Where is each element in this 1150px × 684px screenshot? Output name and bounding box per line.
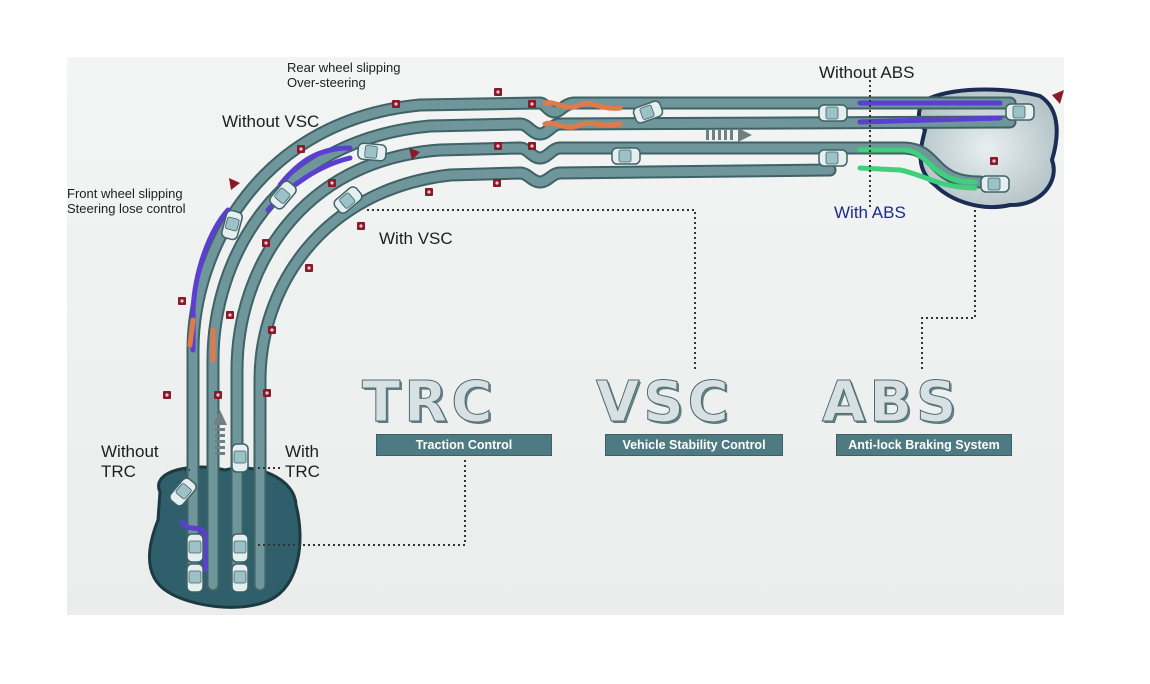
without-vsc-label: Without VSC (222, 112, 320, 131)
vsc-title: VSC (596, 370, 733, 435)
traction-control-banner: Traction Control (376, 434, 552, 456)
flag-icon (229, 178, 240, 190)
with-vsc-label: With VSC (379, 229, 453, 248)
flag-icon (409, 148, 420, 160)
trc-title: TRC (361, 370, 497, 435)
without-abs-label: Without ABS (819, 63, 915, 82)
with-trc-label: With TRC (285, 442, 320, 481)
roads (186, 96, 1017, 592)
front-wheel-slip-label: Front wheel slipping Steering lose contr… (67, 186, 186, 216)
direction-arrow-icon (706, 128, 752, 142)
direction-arrow-icon (213, 410, 227, 455)
with-abs-label: With ABS (834, 203, 906, 222)
vehicle-stability-control-banner: Vehicle Stability Control (605, 434, 783, 456)
without-trc-label: Without TRC (101, 442, 159, 481)
rear-wheel-slip-label: Rear wheel slipping Over-steering (287, 60, 401, 90)
anti-lock-braking-system-banner: Anti-lock Braking System (836, 434, 1012, 456)
flag-icons (229, 90, 1064, 190)
flag-icon (1052, 90, 1064, 104)
water-puddle (148, 465, 302, 609)
connector-lines (174, 80, 976, 546)
direction-arrows (213, 128, 752, 455)
abs-title: ABS (821, 370, 961, 435)
skid-marks (179, 100, 1003, 573)
